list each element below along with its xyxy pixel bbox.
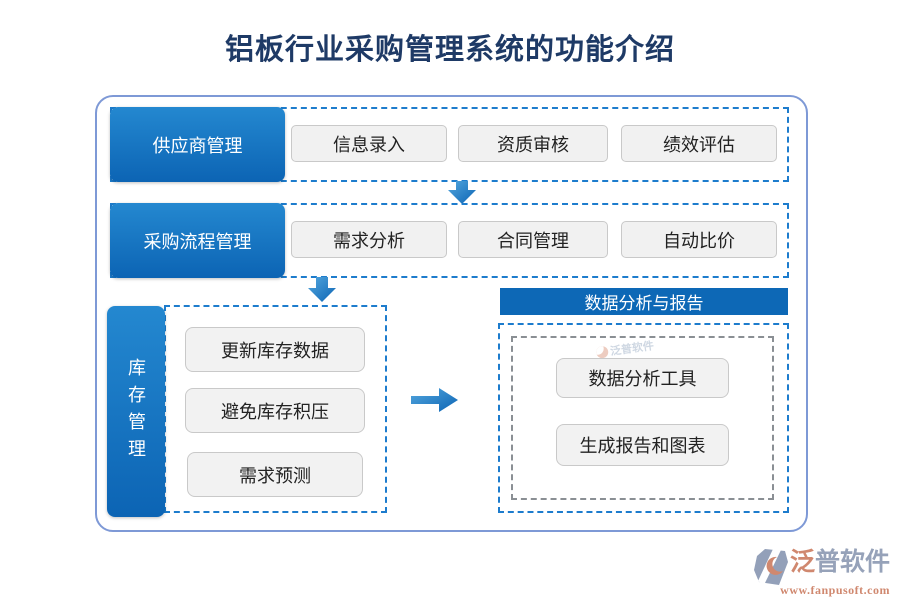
brand-name: 泛普软件 — [789, 549, 890, 576]
fanpu-logo-icon — [753, 549, 788, 585]
node-label: 合同管理 — [497, 230, 569, 251]
brand-url: www.fanpusoft.com — [780, 583, 890, 597]
analysis-frame — [498, 323, 789, 513]
node-label: 数据分析工具 — [588, 369, 697, 389]
watermark-logo-icon — [595, 345, 610, 359]
node-label: 信息录入 — [333, 134, 405, 155]
node-demand-forecast: 需求预测 — [187, 452, 363, 497]
node-label: 避免库存积压 — [221, 401, 329, 422]
arrow-right-icon — [411, 387, 459, 413]
node-label: 更新库存数据 — [221, 340, 329, 361]
node-avoid-backlog: 避免库存积压 — [185, 388, 365, 433]
arrow-down-icon — [447, 181, 477, 204]
node-auto-price-compare: 自动比价 — [621, 221, 777, 258]
node-label: 需求预测 — [239, 465, 311, 486]
procurement-label: 采购流程管理 — [143, 231, 252, 252]
node-update-inventory: 更新库存数据 — [185, 327, 365, 372]
node-label: 自动比价 — [663, 230, 735, 251]
supplier-label-node: 供应商管理 — [110, 107, 285, 182]
analysis-header-label: 数据分析与报告 — [584, 294, 704, 313]
node-qualification-review: 资质审核 — [458, 125, 608, 162]
footer-brand: 泛普软件 www.fanpusoft.com — [748, 549, 890, 598]
analysis-header-bar: 数据分析与报告 — [500, 288, 788, 315]
node-info-entry: 信息录入 — [291, 125, 447, 162]
node-label: 生成报告和图表 — [579, 436, 706, 456]
arrow-down-icon — [307, 277, 337, 302]
inventory-label-node: 库存管理 — [107, 306, 165, 517]
supplier-label: 供应商管理 — [152, 135, 243, 156]
analysis-inner-frame — [511, 336, 774, 500]
node-performance-eval: 绩效评估 — [621, 125, 777, 162]
node-generate-reports: 生成报告和图表 — [556, 424, 729, 466]
inventory-label: 库存管理 — [126, 357, 146, 466]
procurement-label-node: 采购流程管理 — [110, 203, 285, 278]
node-demand-analysis: 需求分析 — [291, 221, 447, 258]
node-label: 需求分析 — [333, 230, 405, 251]
node-contract-management: 合同管理 — [458, 221, 608, 258]
node-label: 资质审核 — [497, 134, 569, 155]
node-analysis-tools: 数据分析工具 — [556, 358, 729, 398]
page-title: 铝板行业采购管理系统的功能介绍 — [224, 34, 675, 66]
node-label: 绩效评估 — [663, 134, 735, 155]
